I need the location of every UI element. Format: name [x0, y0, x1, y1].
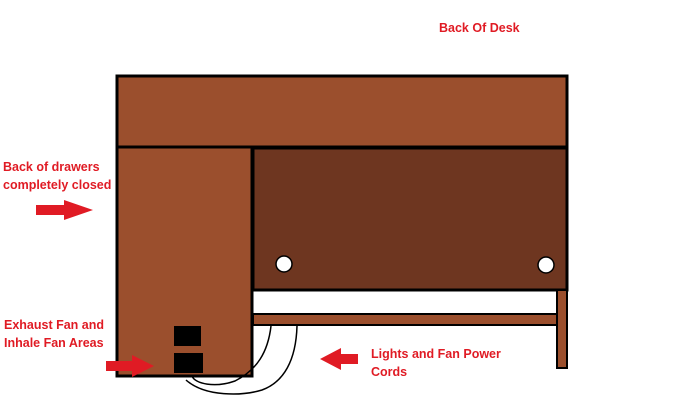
cords-arrow [320, 348, 358, 370]
fans-label: Exhaust Fan and Inhale Fan Areas [4, 318, 105, 350]
exhaust-fan [174, 326, 201, 346]
fans-arrow [106, 355, 154, 377]
lower-shelf-rail [252, 313, 558, 326]
back-of-desk-label: Back Of Desk [439, 21, 520, 35]
cord-hole-right [537, 256, 555, 274]
drawers-arrow [36, 200, 93, 220]
power-cord-2 [185, 325, 298, 395]
right-leg [556, 289, 568, 369]
power-cord-1 [191, 325, 272, 386]
inhale-fan [174, 353, 203, 373]
drawers-label: Back of drawers completely closed [3, 160, 112, 192]
desk-back-panel [251, 146, 569, 292]
cord-hole-left [275, 255, 293, 273]
desk-top-panel [115, 74, 569, 149]
cords-label: Lights and Fan Power Cords [371, 347, 501, 379]
